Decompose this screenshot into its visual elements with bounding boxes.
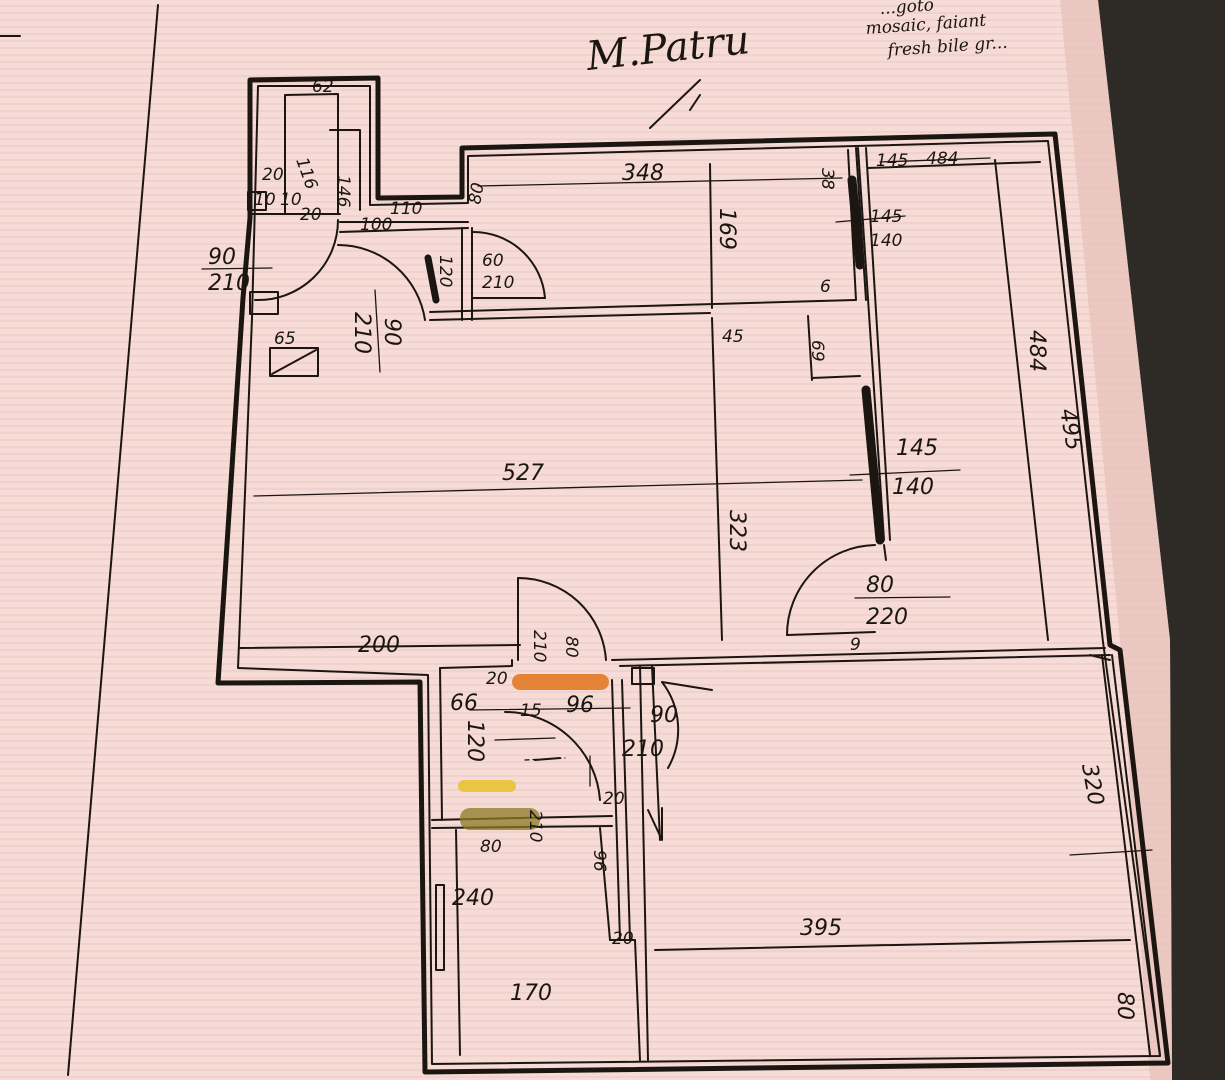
dim-145-b: 145 <box>876 151 908 171</box>
dim-20-mark: 20 <box>486 669 508 689</box>
dim-20-a: 20 <box>262 165 284 185</box>
dim-96-hall: 96 <box>566 693 594 718</box>
dim-20-bath: 20 <box>612 929 634 949</box>
dimension-labels: 62 146 116 20 10 10 20 90 210 110 100 60… <box>208 77 1137 1020</box>
dim-120-vertical: 120 <box>435 255 455 287</box>
dim-20-b: 20 <box>300 205 322 225</box>
paper-sheet <box>0 0 1172 1080</box>
fixtures <box>247 191 663 971</box>
dim-323: 323 <box>724 510 749 552</box>
dim-45: 45 <box>722 327 744 347</box>
dim-80-hall-door: 80 <box>561 636 581 658</box>
dim-80-door: 80 <box>866 573 894 598</box>
dim-10-b: 10 <box>280 190 302 210</box>
dim-348: 348 <box>622 161 664 186</box>
dim-210-right: 210 <box>622 737 664 762</box>
dim-210-entry: 210 <box>208 271 250 296</box>
door-swings <box>254 219 876 801</box>
signature-tail <box>649 79 701 129</box>
dim-395: 395 <box>800 916 842 941</box>
dim-62: 62 <box>312 77 334 97</box>
dim-484-top: 484 <box>926 149 958 169</box>
paper-fold-shadow <box>1060 0 1172 1080</box>
dim-484-side: 484 <box>1024 330 1049 372</box>
interior-walls <box>239 93 1161 1061</box>
dim-140-c: 140 <box>892 475 934 500</box>
dim-38: 38 <box>817 168 837 190</box>
dim-10-a: 10 <box>254 190 276 210</box>
dim-90-inner: 90 <box>379 318 404 346</box>
dim-90-entry: 90 <box>208 245 236 270</box>
dim-80-top: 80 <box>465 181 488 206</box>
note-line-1: ...goto <box>879 0 935 19</box>
dim-145-a: 145 <box>870 207 902 227</box>
dim-210-small: 210 <box>482 273 514 293</box>
dim-146: 146 <box>333 175 353 208</box>
dim-527: 527 <box>502 461 544 486</box>
dim-210-hall-door: 210 <box>529 630 549 662</box>
dim-9: 9 <box>850 635 861 655</box>
exterior-walls <box>215 75 1171 1075</box>
dim-120-hall: 120 <box>462 720 487 762</box>
dim-210-bath: 210 <box>525 810 545 842</box>
dim-240: 240 <box>452 886 494 911</box>
dim-90-right: 90 <box>650 703 678 728</box>
highlighter-marks <box>458 674 609 830</box>
dim-169: 169 <box>714 208 739 250</box>
windows <box>424 175 885 545</box>
dim-60: 60 <box>482 251 504 271</box>
dim-6: 6 <box>820 277 831 297</box>
dim-80-bath: 80 <box>480 837 502 857</box>
dim-69: 69 <box>807 340 827 362</box>
dim-20-hall: 20 <box>603 789 625 809</box>
dim-65: 65 <box>274 329 296 349</box>
dim-80-corner: 80 <box>1112 992 1137 1020</box>
dim-15: 15 <box>520 701 542 721</box>
dim-66: 66 <box>450 691 478 716</box>
dim-220-door: 220 <box>866 605 908 630</box>
dim-100: 100 <box>360 215 392 235</box>
sheet-border <box>0 4 159 1076</box>
dim-200: 200 <box>358 633 400 658</box>
dim-210-inner: 210 <box>349 312 374 354</box>
dim-145-c: 145 <box>896 436 938 461</box>
dim-140-a: 140 <box>870 231 902 251</box>
dim-110: 110 <box>390 199 422 219</box>
dim-170: 170 <box>510 981 552 1006</box>
dim-96-bath: 96 <box>589 850 609 872</box>
